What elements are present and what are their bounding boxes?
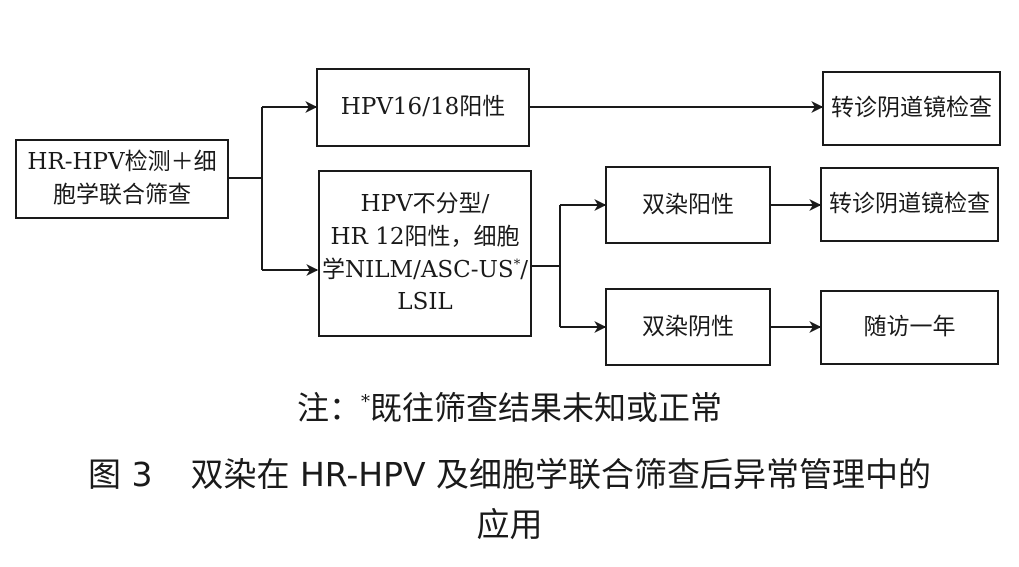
footnote: 注：*既往筛查结果未知或正常 bbox=[0, 386, 1019, 430]
node-other-line-2: HR 12阳性，细胞 bbox=[330, 223, 520, 250]
node-follow-up-label: 随访一年 bbox=[863, 314, 956, 341]
node-refer-top-label: 转诊阴道镜检查 bbox=[831, 95, 992, 122]
node-refer-colposcopy-mid: 转诊阴道镜检查 bbox=[820, 167, 999, 242]
caption-line-2: 应用 bbox=[476, 505, 543, 544]
node-other-slash: / bbox=[520, 256, 528, 283]
footnote-asterisk: * bbox=[361, 391, 370, 413]
node-cotest-line-1: HR-HPV检测＋细 bbox=[27, 149, 217, 176]
caption-line-1: 图 3 双染在 HR-HPV 及细胞学联合筛查后异常管理中的 bbox=[0, 450, 1019, 500]
node-other-line-3: 学NILM/ASC-US*/ bbox=[322, 254, 528, 287]
caption-title: 双染在 HR-HPV 及细胞学联合筛查后异常管理中的 bbox=[190, 455, 932, 494]
node-other-line-1: HPV不分型/ bbox=[360, 191, 490, 218]
footnote-prefix: 注： bbox=[296, 389, 361, 427]
footnote-text: 既往筛查结果未知或正常 bbox=[370, 389, 723, 427]
node-other-line-3-text: 学NILM/ASC-US bbox=[322, 256, 514, 283]
node-follow-up-one-year: 随访一年 bbox=[820, 290, 999, 365]
node-cotest-line-2: 胞学联合筛查 bbox=[52, 182, 191, 208]
node-other-results: HPV不分型/ HR 12阳性，细胞 学NILM/ASC-US*/ LSIL bbox=[318, 170, 532, 337]
node-other-asterisk: * bbox=[513, 256, 521, 272]
node-refer-colposcopy-top: 转诊阴道镜检查 bbox=[822, 71, 1001, 146]
node-dual-pos-label: 双染阳性 bbox=[642, 191, 734, 218]
node-hpv1618-label: HPV16/18阳性 bbox=[340, 94, 506, 121]
node-dual-stain-negative: 双染阴性 bbox=[605, 288, 771, 366]
node-cotest-screening: HR-HPV检测＋细 胞学联合筛查 bbox=[15, 139, 229, 219]
figure-number: 图 3 bbox=[87, 455, 153, 494]
node-hpv1618-positive: HPV16/18阳性 bbox=[316, 68, 530, 147]
node-dual-neg-label: 双染阴性 bbox=[642, 313, 734, 340]
node-other-line-4: LSIL bbox=[397, 289, 453, 316]
node-dual-stain-positive: 双染阳性 bbox=[605, 166, 771, 244]
figure-caption: 图 3 双染在 HR-HPV 及细胞学联合筛查后异常管理中的 应用 bbox=[0, 450, 1019, 550]
node-refer-mid-label: 转诊阴道镜检查 bbox=[829, 191, 990, 218]
